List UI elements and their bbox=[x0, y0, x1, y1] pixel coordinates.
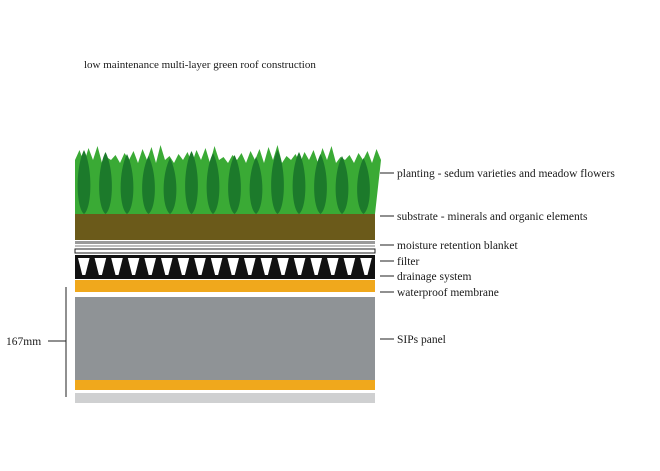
grass-leaf bbox=[185, 151, 198, 214]
leader-lines bbox=[380, 172, 394, 340]
drainage-layer bbox=[75, 255, 375, 279]
dimension-marker: 167mm bbox=[6, 287, 67, 397]
label-moisture: moisture retention blanket bbox=[397, 240, 519, 252]
grass-leaf bbox=[77, 150, 91, 214]
label-sips: SIPs panel bbox=[397, 334, 446, 346]
grass-tufts bbox=[75, 145, 381, 214]
drainage-cell bbox=[360, 258, 372, 275]
label-filter: filter bbox=[397, 256, 420, 268]
planting-layer bbox=[75, 145, 381, 214]
grass-leaf bbox=[206, 153, 220, 214]
grass-leaf bbox=[314, 154, 327, 214]
grass-blades bbox=[75, 145, 381, 214]
drainage-cells bbox=[78, 258, 372, 275]
filter-layer bbox=[74, 248, 376, 254]
waterproof-membrane-layer bbox=[75, 280, 375, 292]
drainage-cell bbox=[111, 258, 123, 275]
drainage-cell bbox=[310, 258, 322, 275]
grass-leaf bbox=[357, 158, 370, 214]
grass-leaf bbox=[335, 156, 349, 214]
drainage-cell bbox=[343, 258, 356, 275]
drainage-cell bbox=[127, 258, 140, 275]
drainage-cell bbox=[210, 258, 223, 275]
label-substrate: substrate - minerals and organic element… bbox=[397, 211, 588, 223]
drainage-cell bbox=[227, 258, 239, 275]
moisture-retention-layer bbox=[75, 241, 375, 247]
label-planting: planting - sedum varieties and meadow fl… bbox=[397, 168, 615, 180]
drainage-cell bbox=[244, 258, 256, 275]
drainage-cell bbox=[177, 258, 190, 275]
substrate-layer bbox=[75, 214, 375, 240]
drainage-cell bbox=[161, 258, 173, 275]
sips-panel-layer bbox=[75, 292, 375, 403]
dimension-label: 167mm bbox=[6, 336, 41, 348]
grass-leaf bbox=[99, 152, 112, 214]
label-drainage: drainage system bbox=[397, 271, 471, 283]
grass-leaf bbox=[163, 158, 177, 214]
grass-leaf bbox=[271, 150, 284, 214]
grass-leaf bbox=[292, 152, 306, 214]
drainage-cell bbox=[78, 258, 90, 275]
grass-leaf bbox=[249, 157, 263, 214]
drainage-cell bbox=[293, 258, 306, 275]
drainage-cell bbox=[94, 258, 107, 275]
grass-leaf bbox=[142, 156, 155, 214]
label-waterproof: waterproof membrane bbox=[397, 287, 499, 299]
drainage-cell bbox=[144, 258, 156, 275]
drainage-cell bbox=[260, 258, 273, 275]
drainage-cell bbox=[327, 258, 339, 275]
diagram-title: low maintenance multi-layer green roof c… bbox=[84, 59, 316, 71]
drainage-cell bbox=[194, 258, 206, 275]
grass-leaf bbox=[228, 155, 241, 214]
drainage-cell bbox=[277, 258, 289, 275]
grass-leaf bbox=[120, 154, 134, 214]
